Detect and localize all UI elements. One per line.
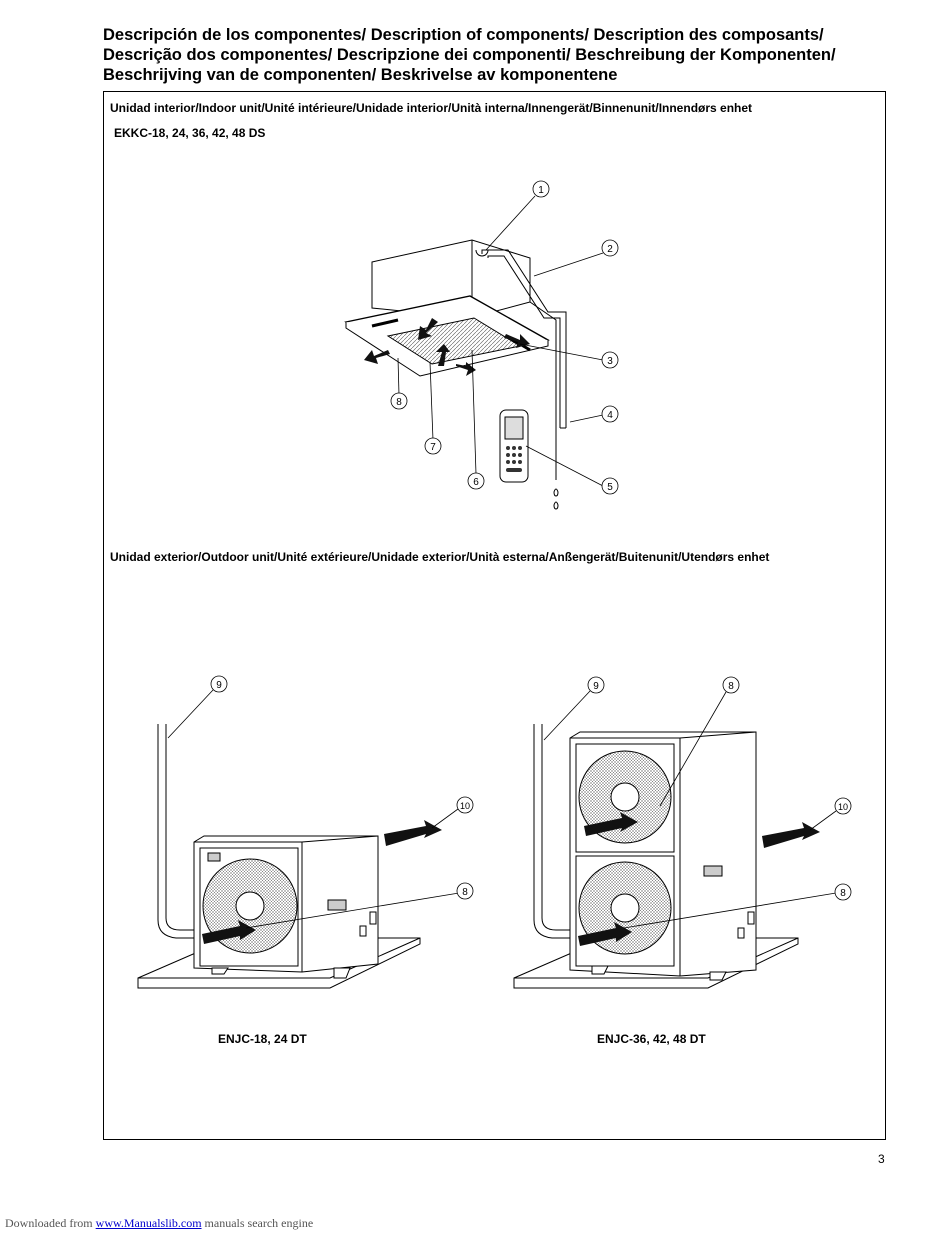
outdoor-small-unit (193, 835, 379, 979)
indoor-airflow-arrows (364, 318, 530, 376)
svg-text:2: 2 (607, 244, 613, 255)
download-footer: Downloaded from www.Manualslib.com manua… (5, 1216, 313, 1231)
svg-text:3: 3 (607, 356, 613, 367)
svg-text:6: 6 (473, 477, 479, 488)
indoor-callout-1: 1 (532, 180, 550, 198)
indoor-model-label: EKKC-18, 24, 36, 42, 48 DS (114, 126, 266, 140)
outdoor-large-airflow-arrows (578, 812, 820, 946)
indoor-callout-2: 2 (601, 239, 619, 257)
outdoor-large-callout-8-top: 8 (722, 676, 740, 694)
page-number: 3 (878, 1152, 885, 1166)
outdoor-small-pipes (157, 724, 196, 939)
outdoor-large-pipes (533, 724, 572, 939)
page-title: Descripción de los componentes/ Descript… (103, 26, 836, 84)
outdoor-large-model-label: ENJC-36, 42, 48 DT (597, 1032, 706, 1046)
outdoor-large-callout-10: 10 (834, 797, 852, 815)
outdoor-small-callout-8: 8 (456, 882, 474, 900)
svg-text:10: 10 (460, 801, 470, 811)
indoor-callout-8: 8 (390, 392, 408, 410)
svg-text:5: 5 (607, 482, 613, 493)
outdoor-small-model-label: ENJC-18, 24 DT (218, 1032, 307, 1046)
manualslib-link[interactable]: www.Manualslib.com (95, 1216, 202, 1230)
svg-text:8: 8 (728, 681, 734, 692)
indoor-callout-7: 7 (424, 437, 442, 455)
svg-text:8: 8 (462, 887, 468, 898)
svg-text:8: 8 (396, 397, 402, 408)
svg-text:7: 7 (430, 442, 436, 453)
svg-text:10: 10 (838, 802, 848, 812)
indoor-unit-heading: Unidad interior/Indoor unit/Unité intéri… (110, 101, 753, 115)
indoor-callout-4: 4 (601, 405, 619, 423)
outdoor-large-leader-lines (543, 690, 837, 929)
indoor-callout-5: 5 (601, 477, 619, 495)
indoor-callout-6: 6 (467, 472, 485, 490)
svg-text:9: 9 (593, 681, 599, 692)
svg-text:1: 1 (538, 185, 544, 196)
outdoor-small-callout-10: 10 (456, 796, 474, 814)
footer-prefix: Downloaded from (5, 1216, 93, 1230)
outdoor-small-leader-lines (167, 689, 460, 929)
svg-text:4: 4 (607, 410, 613, 421)
footer-suffix: manuals search engine (204, 1216, 314, 1230)
drain-hose (529, 301, 559, 510)
outdoor-small-airflow-arrows (202, 820, 442, 944)
outdoor-large-callout-9: 9 (587, 676, 605, 694)
indoor-callout-3: 3 (601, 351, 619, 369)
indoor-leader-lines (397, 195, 604, 487)
outdoor-unit-heading: Unidad exterior/Outdoor unit/Unité extér… (110, 550, 770, 564)
outdoor-large-callout-8-bottom: 8 (834, 883, 852, 901)
outdoor-small-callout-9: 9 (210, 675, 228, 693)
outdoor-large-unit (569, 731, 757, 981)
components-frame (103, 91, 886, 1140)
indoor-refrigerant-pipes (475, 249, 567, 429)
remote-control (499, 409, 529, 483)
svg-text:9: 9 (216, 680, 222, 691)
svg-text:8: 8 (840, 888, 846, 899)
